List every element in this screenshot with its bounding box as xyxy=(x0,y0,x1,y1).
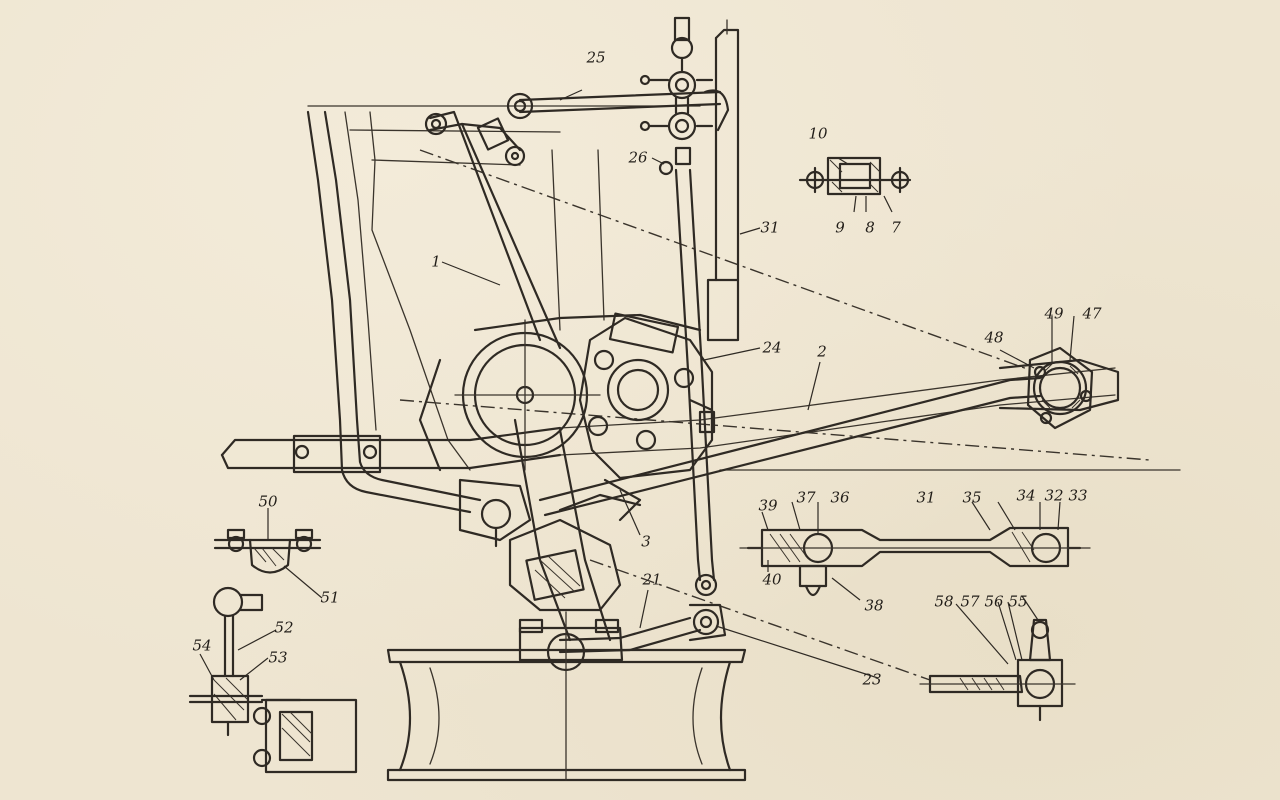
vertical-rod-31 xyxy=(706,19,740,342)
callout-35: 35 xyxy=(962,488,982,507)
callout-33: 33 xyxy=(1068,486,1088,505)
callout-9: 9 xyxy=(835,218,845,237)
detail-mount-50-51 xyxy=(213,528,322,574)
gearbox-body xyxy=(578,312,716,480)
center-lines xyxy=(399,149,1151,681)
lower-assembly xyxy=(458,418,642,642)
detail-joint-7-10 xyxy=(798,156,912,196)
callout-48: 48 xyxy=(984,328,1004,347)
top-joint-column xyxy=(639,16,714,176)
callout-40: 40 xyxy=(762,570,782,589)
callout-3: 3 xyxy=(641,532,651,551)
callout-39: 39 xyxy=(758,496,778,515)
cross-beam xyxy=(220,367,1181,474)
detail-end-55-58 xyxy=(919,618,1076,722)
callout-31-lower: 31 xyxy=(916,488,936,507)
frame-outline xyxy=(306,105,701,514)
callout-52: 52 xyxy=(274,618,294,637)
callout-34: 34 xyxy=(1016,486,1036,505)
callout-51: 51 xyxy=(320,588,340,607)
callout-25: 25 xyxy=(586,48,606,67)
link-25 xyxy=(506,89,730,132)
callout-21: 21 xyxy=(642,570,662,589)
callout-10: 10 xyxy=(808,124,828,143)
leader-lines xyxy=(199,89,1075,681)
callout-36: 36 xyxy=(830,488,850,507)
callout-50: 50 xyxy=(258,492,278,511)
wheel-rim xyxy=(386,611,747,782)
callout-56: 56 xyxy=(984,592,1004,611)
lever-arm-1 xyxy=(424,110,562,350)
callout-23: 23 xyxy=(862,670,882,689)
callout-47: 47 xyxy=(1082,304,1102,323)
callout-58: 58 xyxy=(934,592,954,611)
callout-49: 49 xyxy=(1044,304,1064,323)
callout-26: 26 xyxy=(628,148,648,167)
callout-57: 57 xyxy=(960,592,980,611)
callout-32: 32 xyxy=(1044,486,1064,505)
detail-tie-rod-31-40 xyxy=(739,526,1091,597)
callout-38: 38 xyxy=(864,596,884,615)
callout-24: 24 xyxy=(762,338,782,357)
callout-31-upper: 31 xyxy=(760,218,780,237)
callout-54: 54 xyxy=(192,636,212,655)
steering-gear-housing xyxy=(418,313,702,472)
detail-link-52-54 xyxy=(188,586,358,774)
callout-8: 8 xyxy=(865,218,875,237)
callout-1: 1 xyxy=(431,252,441,271)
callout-7: 7 xyxy=(891,218,901,237)
callout-53: 53 xyxy=(268,648,288,667)
callout-37: 37 xyxy=(796,488,816,507)
vertical-tie-rod xyxy=(674,168,718,597)
bushing-47-49 xyxy=(1026,346,1094,430)
callout-2: 2 xyxy=(817,342,827,361)
callout-55: 55 xyxy=(1008,592,1028,611)
